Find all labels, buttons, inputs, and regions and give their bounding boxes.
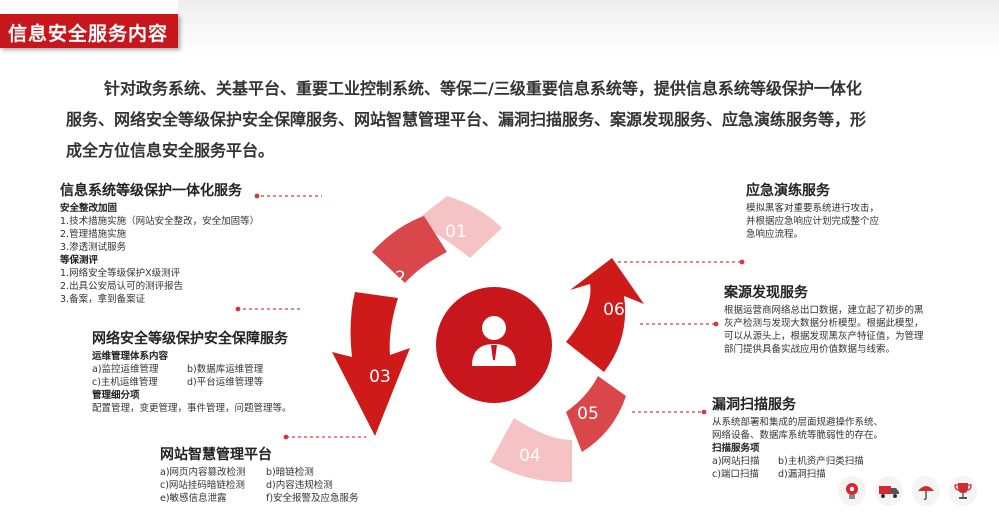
service-item-row: c)网站挂码暗链检测 d)内容违规检测 bbox=[160, 479, 359, 492]
service-desc: 网络设备、数据库系统等脆弱性的存在。 bbox=[712, 430, 884, 441]
service-item: e)敏感信息泄露 bbox=[160, 493, 227, 504]
intro-line: 针对政务系统、关基平台、重要工业控制系统、等保二/三级重要信息系统等，提供信息系… bbox=[104, 79, 862, 98]
cycle-segment-06 bbox=[566, 258, 644, 372]
service-item: c)端口扫描 bbox=[712, 469, 759, 480]
service-title: 应急演练服务 bbox=[746, 183, 830, 199]
connector-dot bbox=[235, 306, 241, 312]
step-number-03: 03 bbox=[369, 367, 391, 387]
connector-dot bbox=[283, 434, 289, 440]
service-block-4: 漏洞扫描服务 从系统部署和集成的层面规避操作系统、 网络设备、数据库系统等脆弱性… bbox=[712, 396, 883, 481]
connector-dot bbox=[701, 409, 707, 415]
service-item: 3.备案，拿到备案证 bbox=[60, 294, 146, 305]
footer-icons bbox=[838, 476, 977, 508]
intro-paragraph: 针对政务系统、关基平台、重要工业控制系统、等保二/三级重要信息系统等，提供信息系… bbox=[66, 73, 926, 166]
service-block-6: 应急演练服务 模拟黑客对重要系统进行攻击， 并根据应急响应计划完成整个应 急响应… bbox=[746, 182, 879, 241]
service-title: 网站智慧管理平台 bbox=[160, 447, 272, 463]
service-item: b)数据库运维管理 bbox=[187, 364, 264, 375]
service-item: d)内容违规检测 bbox=[266, 480, 333, 491]
connector-dot bbox=[739, 259, 745, 265]
service-item: 2.出具公安局认可的测评报告 bbox=[60, 281, 184, 292]
service-desc: 并根据应急响应计划完成整个应 bbox=[746, 216, 880, 227]
service-desc: 从系统部署和集成的层面规避操作系统、 bbox=[712, 417, 884, 428]
cycle-segment-01 bbox=[415, 196, 502, 258]
lightbulb-gear-icon bbox=[838, 476, 866, 506]
service-item: a)网页内容篡改检测 bbox=[160, 467, 246, 478]
service-item: c)网站挂码暗链检测 bbox=[160, 480, 245, 491]
service-item: 3.渗透测试服务 bbox=[60, 242, 127, 253]
service-item: 2.管理措施实施 bbox=[60, 229, 127, 240]
service-subtitle: 等保测评 bbox=[60, 255, 99, 266]
service-item: c)主机运维管理 bbox=[92, 377, 158, 388]
page-title: 信息安全服务内容 bbox=[8, 23, 169, 45]
service-item-row: a)网站扫描 b)主机资产归类扫描 bbox=[712, 455, 883, 468]
step-number-05: 05 bbox=[577, 404, 599, 424]
service-desc: 可以从源头上，根据发现黑灰产特征值，为管理 bbox=[724, 331, 924, 342]
header-band bbox=[178, 0, 999, 58]
service-item: 1.技术措施实施（网站安全整改，安全加固等） bbox=[60, 216, 260, 227]
service-subtitle: 扫描服务项 bbox=[712, 443, 760, 454]
service-item-row: a)网页内容篡改检测 b)暗链检测 bbox=[160, 466, 359, 479]
service-item: 1.网络安全等级保护X级测评 bbox=[60, 268, 181, 279]
service-desc: 根据运营商网络总出口数据，建立起了初步的黑 bbox=[724, 305, 924, 316]
service-item: b)暗链检测 bbox=[266, 467, 314, 478]
service-item-row: c)端口扫描 d)漏洞扫描 bbox=[712, 468, 883, 481]
service-desc: 灰产检测与发现大数据分析模型。根据此模型， bbox=[724, 318, 924, 329]
cycle-segment-04 bbox=[490, 418, 572, 483]
cycle-segment-05 bbox=[566, 376, 626, 452]
truck-icon bbox=[875, 476, 903, 506]
step-number-04: 04 bbox=[519, 446, 541, 466]
service-item: d)漏洞扫描 bbox=[778, 469, 826, 480]
service-item: f)安全报警及应急服务 bbox=[266, 493, 359, 504]
service-block-3: 网站智慧管理平台 a)网页内容篡改检测 b)暗链检测 c)网站挂码暗链检测 d)… bbox=[160, 446, 359, 505]
service-title: 漏洞扫描服务 bbox=[712, 397, 796, 413]
umbrella-icon bbox=[912, 476, 940, 506]
trophy-icon bbox=[949, 476, 977, 506]
cycle-segment-03 bbox=[332, 292, 410, 436]
service-block-2: 网络安全等级保护安全保障服务 运维管理体系内容 a)监控运维管理 b)数据库运维… bbox=[92, 330, 292, 415]
service-title: 信息系统等级保护一体化服务 bbox=[60, 183, 242, 199]
connector-dot bbox=[713, 321, 719, 327]
intro-line: 服务、网络安全等级保护安全保障服务、网站智慧管理平台、漏洞扫描服务、案源发现服务… bbox=[66, 110, 867, 129]
center-circle bbox=[436, 287, 552, 403]
title-bar: 信息安全服务内容 bbox=[0, 14, 178, 48]
service-item: d)平台运维管理等 bbox=[187, 377, 264, 388]
service-subtitle: 管理细分项 bbox=[92, 390, 140, 401]
step-number-06: 06 bbox=[603, 300, 625, 320]
service-block-5: 案源发现服务 根据运营商网络总出口数据，建立起了初步的黑 灰产检测与发现大数据分… bbox=[724, 284, 924, 356]
step-number-01: 01 bbox=[445, 222, 467, 242]
service-desc: 配置管理，变更管理，事件管理，问题管理等。 bbox=[92, 403, 292, 414]
service-item-row: c)主机运维管理 d)平台运维管理等 bbox=[92, 376, 292, 389]
service-title: 案源发现服务 bbox=[724, 285, 808, 301]
service-subtitle: 安全整改加固 bbox=[60, 203, 118, 214]
service-block-1: 信息系统等级保护一体化服务 安全整改加固 1.技术措施实施（网站安全整改，安全加… bbox=[60, 182, 259, 306]
service-item: a)监控运维管理 bbox=[92, 364, 159, 375]
service-subtitle: 运维管理体系内容 bbox=[92, 351, 169, 362]
service-desc: 模拟黑客对重要系统进行攻击， bbox=[746, 203, 880, 214]
service-title: 网络安全等级保护安全保障服务 bbox=[92, 331, 288, 347]
cycle-segment-02 bbox=[372, 216, 447, 283]
service-desc: 部门提供具备实战应用价值数据与线索。 bbox=[724, 344, 896, 355]
service-item-row: e)敏感信息泄露 f)安全报警及应急服务 bbox=[160, 492, 359, 505]
service-item: b)主机资产归类扫描 bbox=[778, 456, 864, 467]
intro-line: 成全方位信息安全服务平台。 bbox=[66, 141, 275, 160]
step-number-02: 02 bbox=[384, 268, 406, 288]
service-item: a)网站扫描 bbox=[712, 456, 760, 467]
service-item-row: a)监控运维管理 b)数据库运维管理 bbox=[92, 363, 292, 376]
service-desc: 急响应流程。 bbox=[746, 229, 804, 240]
user-icon bbox=[472, 316, 516, 366]
